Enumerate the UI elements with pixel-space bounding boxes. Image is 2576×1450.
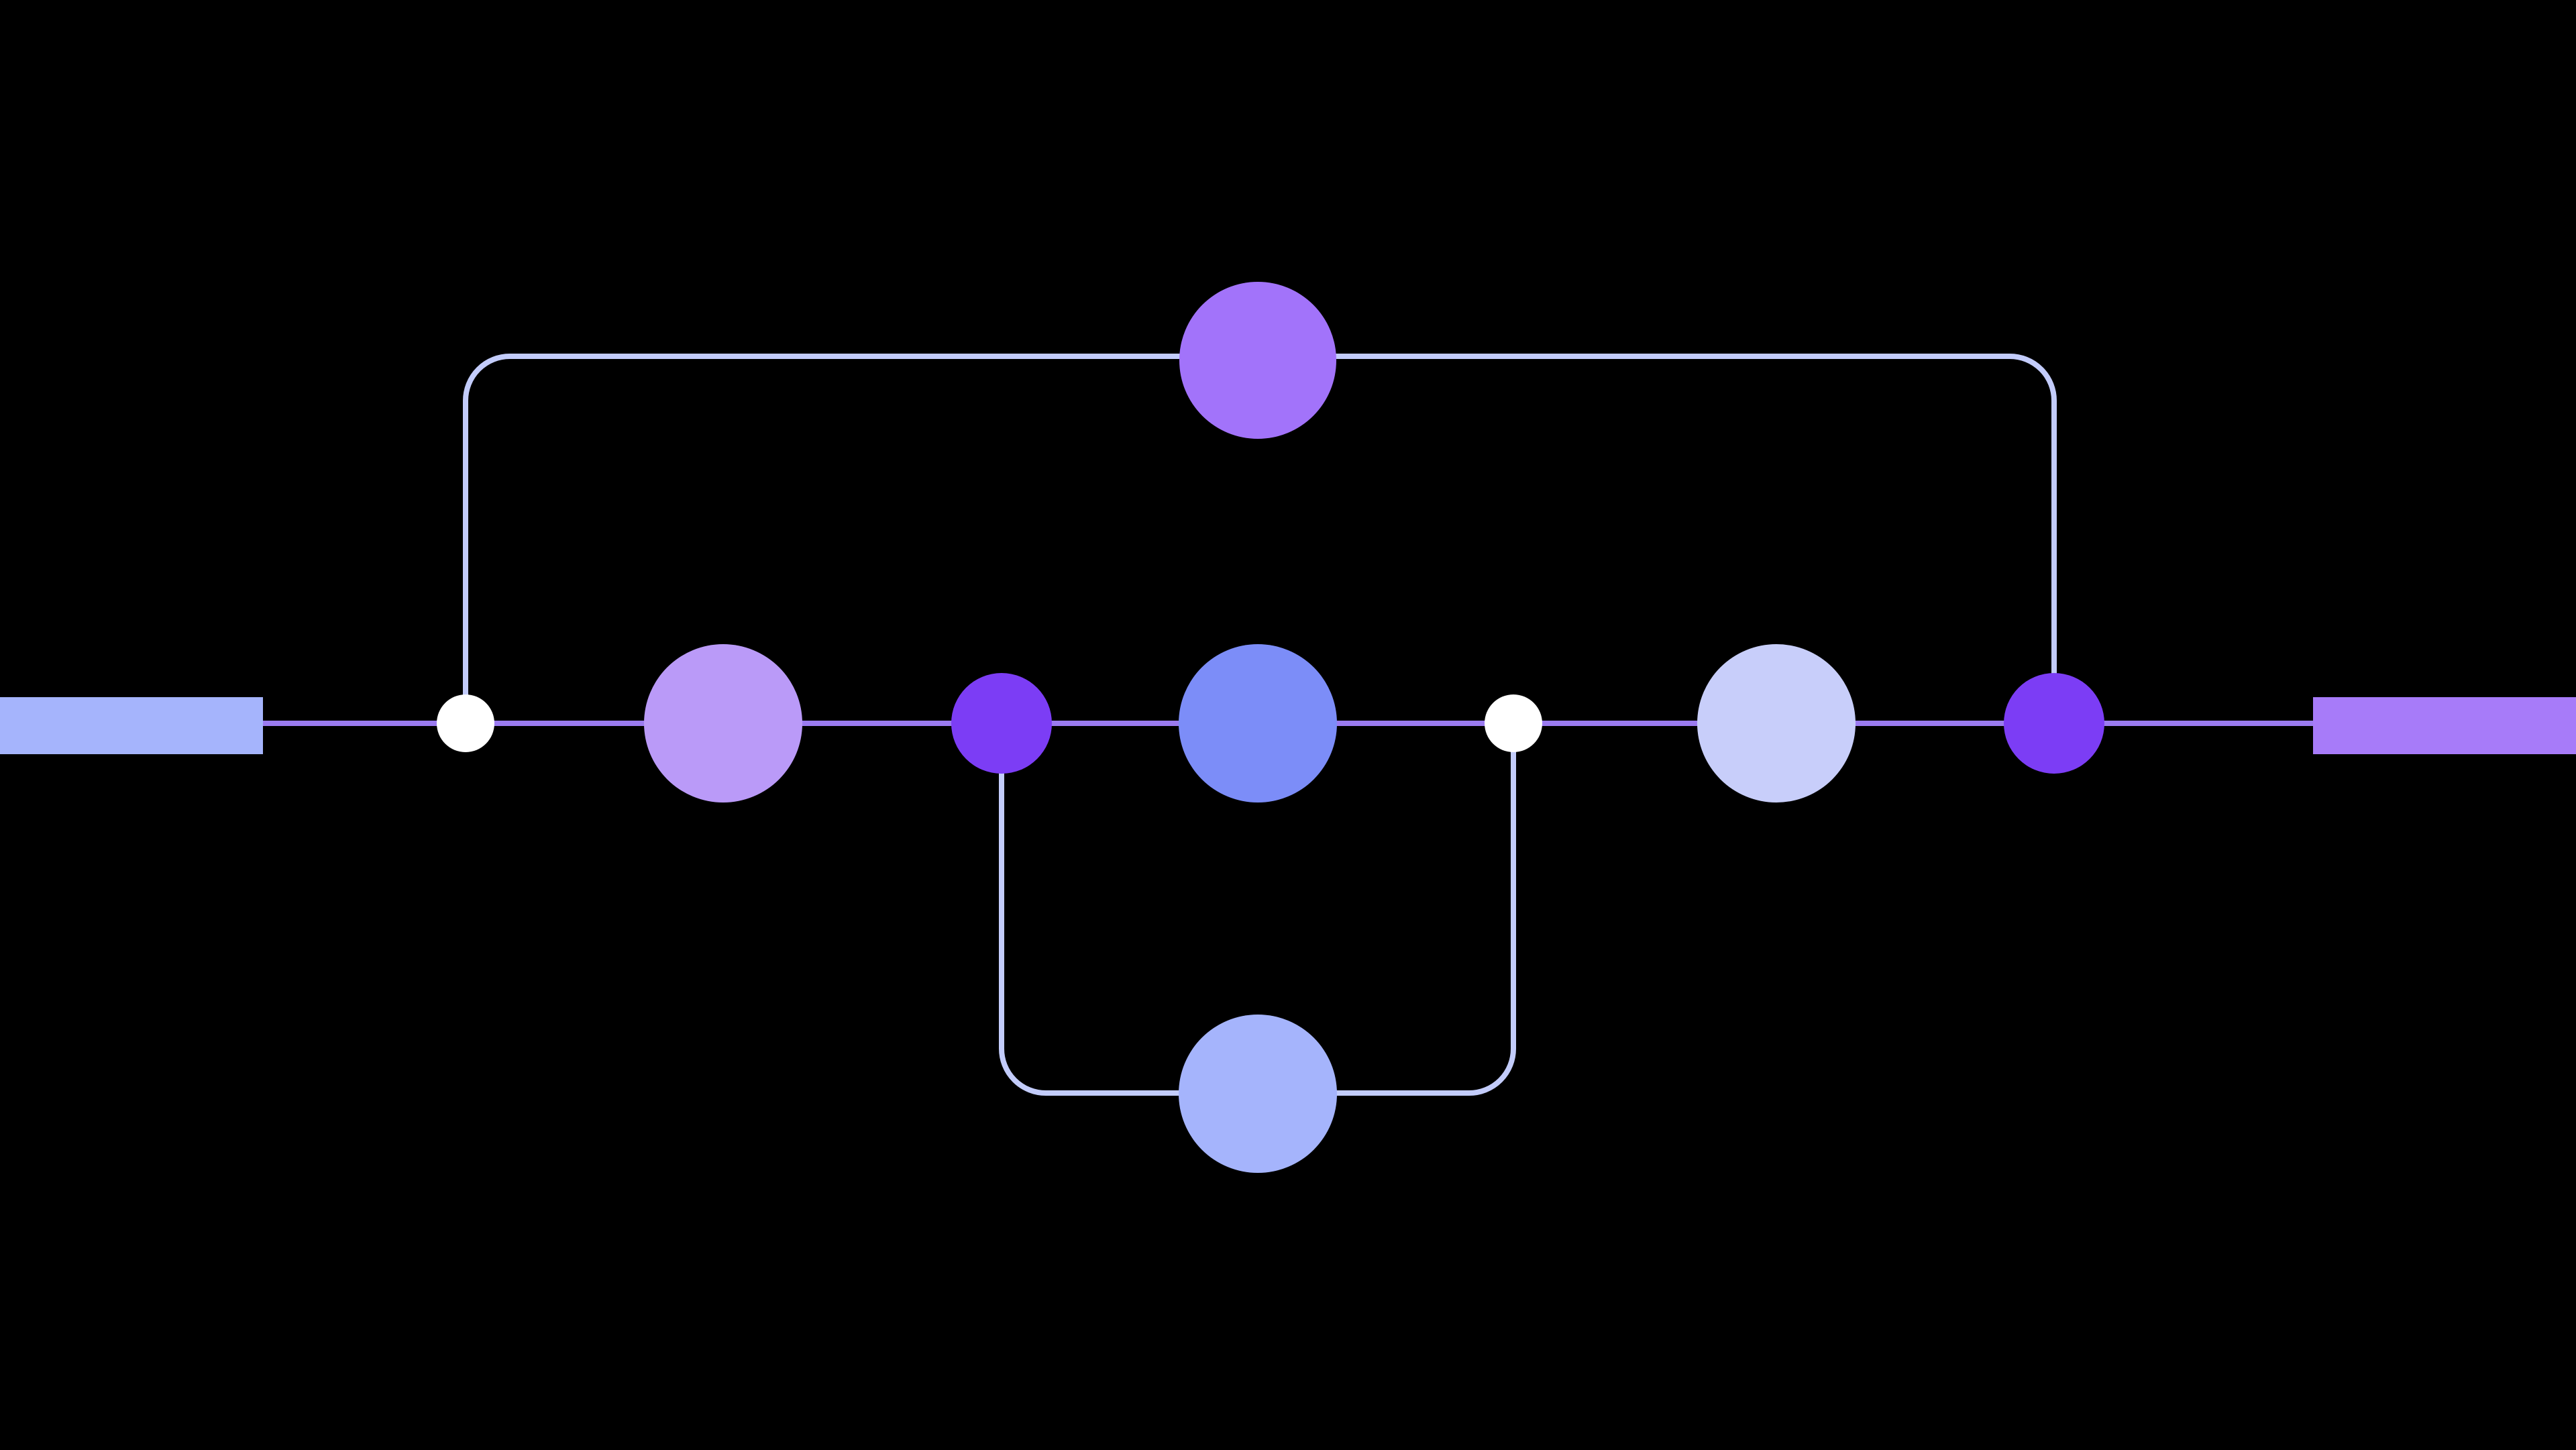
right-bar-segment[interactable]	[2313, 697, 2576, 754]
commit-node-violet-bright[interactable]	[951, 673, 1052, 774]
commit-node-blue-mid[interactable]	[1179, 644, 1337, 802]
nodes-layer	[437, 282, 2104, 1173]
white-merge-node-right[interactable]	[1485, 694, 1542, 752]
commit-node-violet-soft[interactable]	[644, 644, 802, 802]
commit-node-bottom-branch[interactable]	[1179, 1015, 1337, 1173]
commit-node-violet-bright-2[interactable]	[2004, 673, 2104, 774]
commit-node-top-branch[interactable]	[1179, 282, 1336, 439]
white-merge-node-left[interactable]	[437, 694, 494, 752]
left-bar-segment[interactable]	[0, 697, 263, 754]
commit-node-lavender-pale[interactable]	[1697, 644, 1856, 802]
